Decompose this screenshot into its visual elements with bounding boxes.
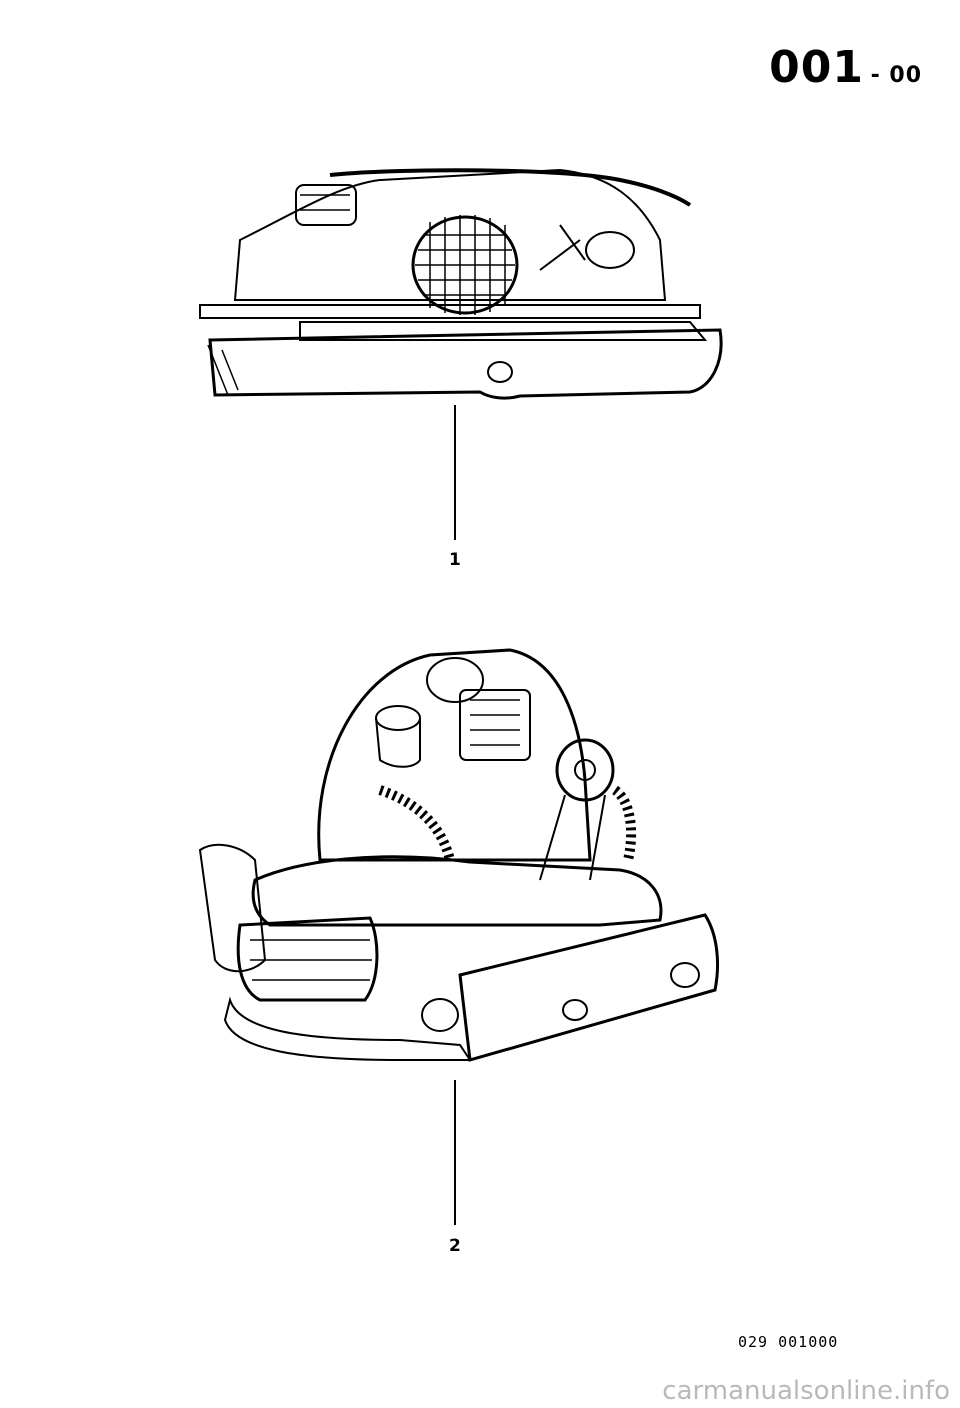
page-code-suffix: - 00 [870,63,922,88]
heater-hose-left [380,790,450,860]
tailpipe [671,963,699,987]
engine-tin-rail [200,305,700,318]
intake-tube [330,170,690,205]
engine-top-view-illustration [0,0,960,620]
callout-number-1: 1 [449,550,461,570]
site-watermark: carmanualsonline.info [662,1376,950,1406]
drawing-id: 029 001000 [738,1333,839,1351]
fan-shroud-dome [319,650,590,860]
muffler-left-drum [238,918,377,1000]
engine-perspective-illustration [0,0,960,1260]
callout-number-2: 2 [449,1236,461,1256]
fan-grille [413,215,517,315]
carburettor [460,690,530,760]
ignition-coil [376,706,420,767]
cylinder-tin [253,857,661,925]
generator-pulley [586,232,634,268]
heater-hose-right [615,790,631,860]
muffler-body [210,330,721,398]
rear-tin-plate [460,915,718,1060]
generator [557,740,613,800]
page-code: 001 - 00 [769,42,922,93]
air-filter [296,185,356,225]
page-code-main: 001 [769,42,865,93]
heat-exchanger-plate [300,322,705,340]
